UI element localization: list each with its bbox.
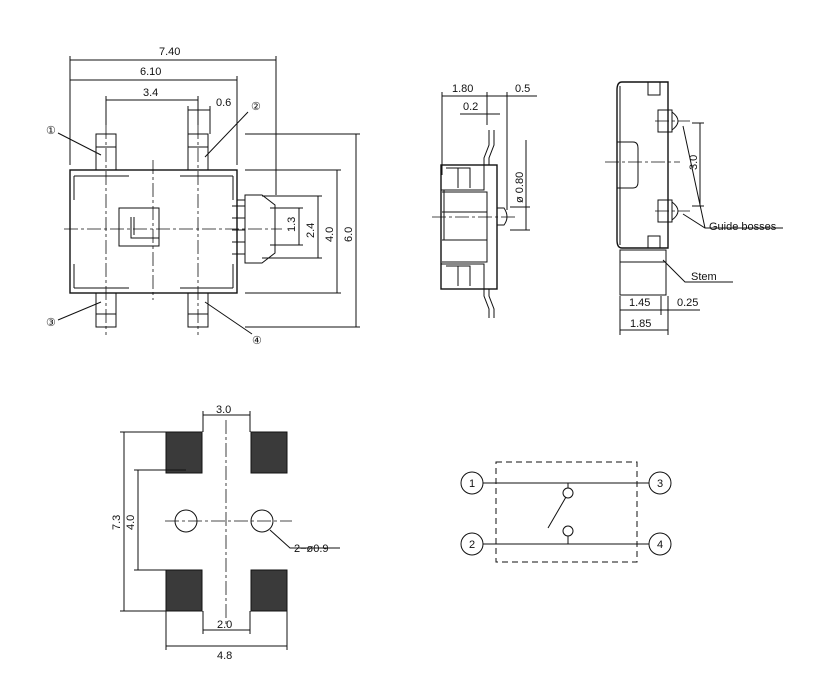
end-view: 3.0 Guide bosses Stem 1.45 0.25 1.85 xyxy=(605,81,783,335)
dim-boss-dia: ø 0.80 xyxy=(514,172,526,203)
dim-pad-span-v: 7.3 xyxy=(111,515,123,530)
boss xyxy=(497,207,508,226)
dim-side-offset: 0.5 xyxy=(515,83,530,95)
terminal-2 xyxy=(460,532,484,556)
dim-body-height: 4.0 xyxy=(324,227,336,242)
terminal-label-1: 1 xyxy=(469,478,475,490)
terminal-label-4: 4 xyxy=(657,539,663,551)
callout-stem: Stem xyxy=(691,271,717,283)
dim-boss-pitch: 3.0 xyxy=(688,155,700,170)
dim-pin-pitch: 3.4 xyxy=(143,87,158,99)
switch-outline xyxy=(495,461,638,563)
pad-1 xyxy=(165,431,203,474)
dim-pad-span-h: 4.8 xyxy=(217,650,232,662)
terminal-label-2: 2 xyxy=(469,539,475,551)
dim-overall-width: 7.40 xyxy=(159,46,180,58)
pin-label-2: ② xyxy=(251,101,261,113)
dim-stem-width: 2.4 xyxy=(305,223,317,238)
circuit-schematic: 1 3 2 4 xyxy=(460,461,672,563)
hole-label: 2−ø0.9 xyxy=(294,543,329,555)
top-view: 7.40 6.10 3.4 0.6 6.0 4.0 2.4 1.3 ① ② ③ … xyxy=(46,46,360,347)
dim-body-width: 6.10 xyxy=(140,66,161,78)
contact xyxy=(562,525,574,537)
stem-part xyxy=(619,249,667,296)
callout-guide-bosses: Guide bosses xyxy=(709,221,777,233)
dim-side-width: 1.80 xyxy=(452,83,473,95)
terminal-1 xyxy=(460,471,484,495)
terminal-3 xyxy=(648,471,672,495)
pad-2 xyxy=(250,431,288,474)
contact xyxy=(562,487,574,499)
pin-label-4: ④ xyxy=(252,335,262,347)
dim-body-depth: 1.45 xyxy=(629,297,650,309)
actuator-window xyxy=(118,207,160,247)
pcb-footprint: 3.0 7.3 4.0 2.0 4.8 2−ø0.9 xyxy=(111,404,340,662)
dim-pin-width: 0.6 xyxy=(216,97,231,109)
dim-pad-pitch-top: 3.0 xyxy=(216,404,231,416)
pad-4 xyxy=(250,569,288,612)
end-body xyxy=(616,81,669,249)
stem xyxy=(232,194,276,264)
pad-3 xyxy=(165,569,203,612)
dim-pad-gap: 2.0 xyxy=(217,619,232,631)
side-body xyxy=(440,164,498,290)
pin-label-3: ③ xyxy=(46,317,56,329)
dim-inner-v: 4.0 xyxy=(125,515,137,530)
dim-stem-offset: 0.25 xyxy=(677,297,698,309)
terminal-4 xyxy=(648,532,672,556)
dim-lead: 0.2 xyxy=(463,101,478,113)
switch-body xyxy=(69,169,238,294)
pin-label-1: ① xyxy=(46,125,56,137)
dim-total-depth: 1.85 xyxy=(630,318,651,330)
side-view: 1.80 0.5 0.2 ø 0.80 xyxy=(432,83,537,318)
terminal-label-3: 3 xyxy=(657,478,663,490)
dim-stem-inner: 1.3 xyxy=(286,217,298,232)
dim-height-total: 6.0 xyxy=(343,227,355,242)
